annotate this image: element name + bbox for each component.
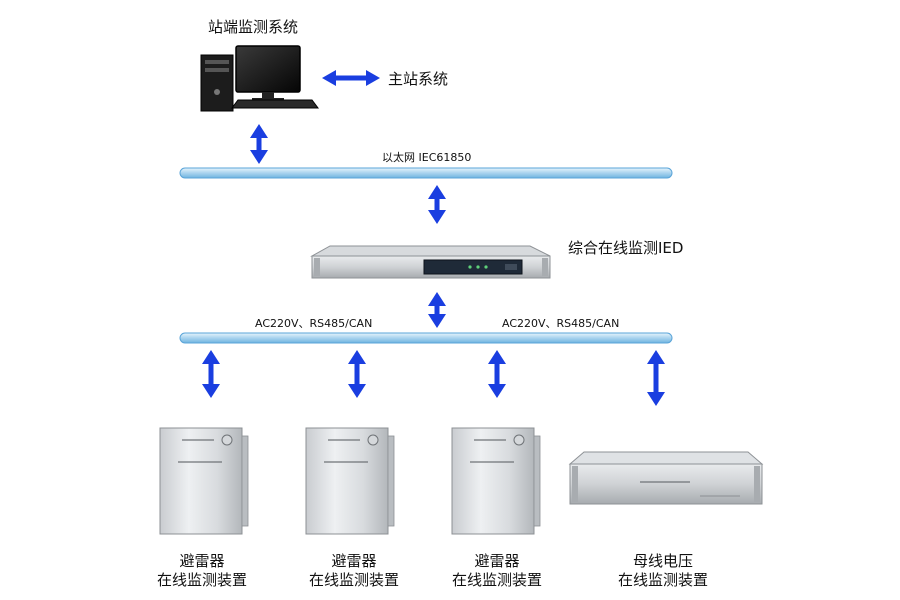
arrester-3-label-line2: 在线监测装置 [452,571,542,589]
ethernet-bus [179,167,673,179]
field-bus [179,332,673,344]
arrester-2-label-line2: 在线监测装置 [309,571,399,589]
station-computer-icon [200,45,319,112]
arrester-device-3 [451,427,541,535]
field-bus-label-right: AC220V、RS485/CAN [502,317,619,330]
device-arrow-3 [488,350,506,398]
device-arrow-1 [202,350,220,398]
arrester-2-label-line1: 避雷器 [331,552,376,570]
station-bus-arrow [250,124,268,164]
arrester-device-1 [159,427,249,535]
arrester-1-label-line1: 避雷器 [179,552,224,570]
busbar-device [568,451,764,505]
station-system-label: 站端监测系统 [208,18,298,36]
arrester-3-label-line1: 避雷器 [474,552,519,570]
device-arrow-2 [348,350,366,398]
arrester-device-2 [305,427,395,535]
ied-device [310,245,551,279]
arrester-1-label-line2: 在线监测装置 [157,571,247,589]
master-system-label: 主站系统 [388,70,448,88]
master-link-arrow [322,70,380,86]
device-arrow-4 [647,350,665,406]
busbar-label-line2: 在线监测装置 [618,571,708,589]
busbar-label-line1: 母线电压 [633,552,693,570]
field-bus-label-left: AC220V、RS485/CAN [255,317,372,330]
ied-label: 综合在线监测IED [568,239,683,257]
ethernet-bus-label: 以太网 IEC61850 [382,151,471,164]
ied-field-arrow [428,292,446,328]
ethernet-ied-arrow [428,185,446,224]
